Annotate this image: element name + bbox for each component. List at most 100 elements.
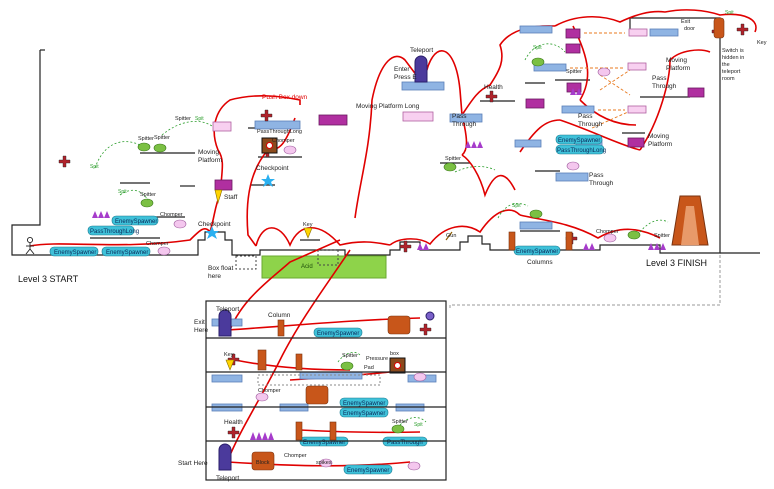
label: Spitter xyxy=(140,192,156,198)
spawner-tag: EnemySpawner xyxy=(317,331,359,337)
level-finish-title: Level 3 FINISH xyxy=(646,258,707,268)
label: Enter xyxy=(394,66,410,73)
label: hidden in xyxy=(722,55,744,61)
gun xyxy=(445,231,453,241)
label: Key xyxy=(303,222,313,228)
moving-arrows xyxy=(570,32,631,129)
label: Spit xyxy=(195,116,204,122)
label: Through xyxy=(589,180,614,187)
label: Spitter xyxy=(445,156,461,162)
acid-label: Acid xyxy=(301,264,313,270)
label: the xyxy=(722,62,730,68)
label: Chomper xyxy=(160,212,183,218)
label: Pass xyxy=(652,75,667,82)
label: Spit xyxy=(90,164,99,170)
label: Spitter xyxy=(654,233,670,239)
pass-tag: PassThroughLong xyxy=(90,229,139,235)
label: Spit xyxy=(512,203,521,209)
label: Spit xyxy=(118,189,127,195)
label: Spit xyxy=(414,422,423,428)
label: Platform xyxy=(648,141,672,148)
label: Teleport xyxy=(410,47,433,54)
label: PassThroughLong xyxy=(257,129,302,135)
finish-gate xyxy=(671,195,709,246)
label: Spitter xyxy=(138,136,154,142)
label: Switch is xyxy=(722,48,744,54)
spawner-tag: EnemySpawner xyxy=(106,250,148,256)
label: Moving xyxy=(666,57,687,64)
spawner-tag: EnemySpawner xyxy=(347,468,389,474)
label: Through xyxy=(452,121,477,128)
label: Moving xyxy=(198,149,219,156)
label: Chomper xyxy=(272,138,295,144)
label: Chomper xyxy=(258,388,281,394)
label: Spitter xyxy=(392,419,408,425)
teleport-room xyxy=(205,300,447,481)
label: box xyxy=(390,351,399,357)
acid-pool xyxy=(261,255,387,279)
keys xyxy=(225,227,313,371)
pink-platforms xyxy=(212,28,648,132)
label: Platform xyxy=(198,157,222,164)
label: Health xyxy=(224,419,243,426)
label: Press E xyxy=(394,74,417,81)
label: Key xyxy=(757,40,767,46)
teleports xyxy=(218,55,435,471)
label: Checkpoint xyxy=(256,165,289,172)
label: Spitter xyxy=(175,116,191,122)
label: Teleport xyxy=(216,306,239,313)
label: Exit xyxy=(681,19,691,25)
label: Checkpoint xyxy=(198,221,231,228)
spawner-tag: EnemySpawner xyxy=(343,401,385,407)
spawner-tag: EnemySpawner xyxy=(115,219,157,225)
pass-tag: PassThroughLong xyxy=(557,148,606,154)
columns xyxy=(251,17,725,471)
player-figure xyxy=(25,236,35,255)
label: Teleport xyxy=(216,475,239,482)
label: Spit xyxy=(533,45,542,51)
spit-arcs xyxy=(94,43,669,426)
label: Start Here xyxy=(178,460,208,467)
pass-tag: PassThrough xyxy=(387,440,423,446)
spawner-tag: EnemySpawner xyxy=(516,249,558,255)
spikes xyxy=(92,88,666,440)
label: Pass xyxy=(452,113,467,120)
spawner-tag: EnemySpawner xyxy=(558,138,600,144)
crates xyxy=(261,137,406,374)
label: Chomper xyxy=(146,241,169,247)
platforms xyxy=(211,25,679,412)
label: Platform xyxy=(666,65,690,72)
label: Here xyxy=(194,327,208,334)
label: Box float xyxy=(208,265,233,272)
label: Push Box down xyxy=(262,94,308,101)
label: Column xyxy=(268,312,291,319)
label: room xyxy=(722,76,735,82)
spawner-tag: EnemySpawner xyxy=(54,250,96,256)
label: Pressure xyxy=(366,356,388,362)
label: Columns xyxy=(527,259,553,266)
label: Through xyxy=(652,83,677,90)
label: Gun xyxy=(446,233,456,239)
spawner-tag: EnemySpawner xyxy=(303,440,345,446)
label: Key xyxy=(224,352,234,358)
purple-blocks xyxy=(214,28,705,191)
label: Health xyxy=(484,84,503,91)
label: Spitter xyxy=(342,353,358,359)
label: Through xyxy=(578,121,603,128)
spitters xyxy=(137,57,641,434)
label: Chomper xyxy=(596,229,619,235)
label: Staff xyxy=(224,194,237,201)
label: Spitter xyxy=(566,69,582,75)
label: Exit xyxy=(194,319,205,326)
label: door xyxy=(684,26,695,32)
level-start-title: Level 3 START xyxy=(18,274,79,284)
label: Pass xyxy=(589,172,604,179)
label: Spit xyxy=(725,10,734,16)
label: Moving Platform Long xyxy=(356,103,420,110)
label: Block xyxy=(256,460,270,466)
pressure-zone xyxy=(257,374,381,386)
spawner-tag: EnemySpawner xyxy=(343,411,385,417)
label: Spitter xyxy=(154,135,170,141)
terrain xyxy=(11,17,760,256)
